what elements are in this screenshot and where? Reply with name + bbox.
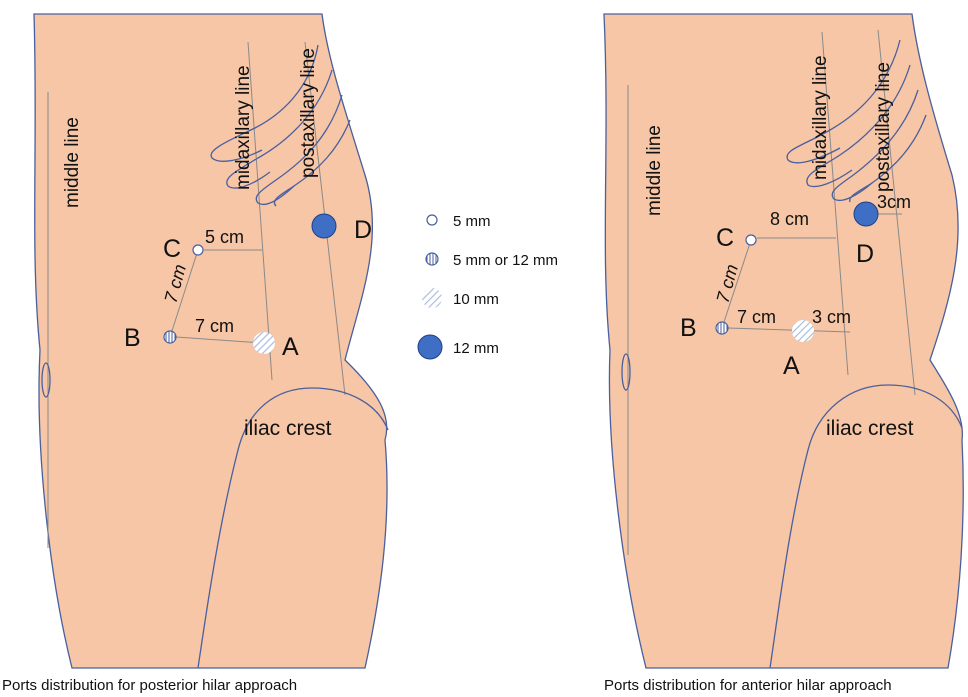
right-distance-d: 3cm <box>877 192 911 212</box>
left-port-b-label: B <box>124 324 141 352</box>
left-port-c <box>193 245 203 255</box>
right-distance-a: 3 cm <box>812 307 851 327</box>
right-port-c-label: C <box>716 224 734 252</box>
right-panel: middle line midaxillary line postaxillar… <box>604 14 963 694</box>
legend: 5 mm 5 mm or 12 mm 10 mm 12 mm <box>418 213 558 359</box>
legend-5or12mm-label: 5 mm or 12 mm <box>453 252 558 269</box>
legend-5or12mm-swatch <box>426 253 438 265</box>
left-distance-ba: 7 cm <box>195 316 234 336</box>
right-postaxillary-label: postaxillary line <box>873 62 894 192</box>
left-port-a <box>253 332 275 354</box>
left-distance-c: 5 cm <box>205 227 244 247</box>
right-distance-ba: 7 cm <box>737 307 776 327</box>
right-distance-c: 8 cm <box>770 209 809 229</box>
legend-10mm-swatch <box>422 288 442 308</box>
legend-12mm-swatch <box>418 335 442 359</box>
left-caption: Ports distribution for posterior hilar a… <box>2 677 297 694</box>
left-port-c-label: C <box>163 235 181 263</box>
right-middle-line-label: middle line <box>644 125 665 216</box>
right-port-a <box>792 320 814 342</box>
left-port-a-label: A <box>282 333 299 361</box>
left-port-b <box>164 331 176 343</box>
right-port-d <box>854 202 878 226</box>
left-port-d-label: D <box>354 216 372 244</box>
left-middle-line-label: middle line <box>62 117 83 208</box>
right-port-b-label: B <box>680 314 697 342</box>
left-torso <box>34 14 387 668</box>
legend-10mm-label: 10 mm <box>453 291 499 308</box>
legend-5mm-label: 5 mm <box>453 213 491 230</box>
right-port-c <box>746 235 756 245</box>
right-port-b <box>716 322 728 334</box>
left-port-d <box>312 214 336 238</box>
legend-5mm-swatch <box>427 215 437 225</box>
left-midaxillary-label: midaxillary line <box>233 65 254 190</box>
left-iliac-crest-label: iliac crest <box>244 417 332 440</box>
right-port-d-label: D <box>856 240 874 268</box>
right-port-a-label: A <box>783 352 800 380</box>
right-iliac-crest-label: iliac crest <box>826 417 914 440</box>
legend-12mm-label: 12 mm <box>453 340 499 357</box>
left-panel: middle line midaxillary line postaxillar… <box>2 14 388 694</box>
right-midaxillary-label: midaxillary line <box>810 55 831 180</box>
right-caption: Ports distribution for anterior hilar ap… <box>604 677 892 694</box>
left-postaxillary-label: postaxillary line <box>298 48 319 178</box>
